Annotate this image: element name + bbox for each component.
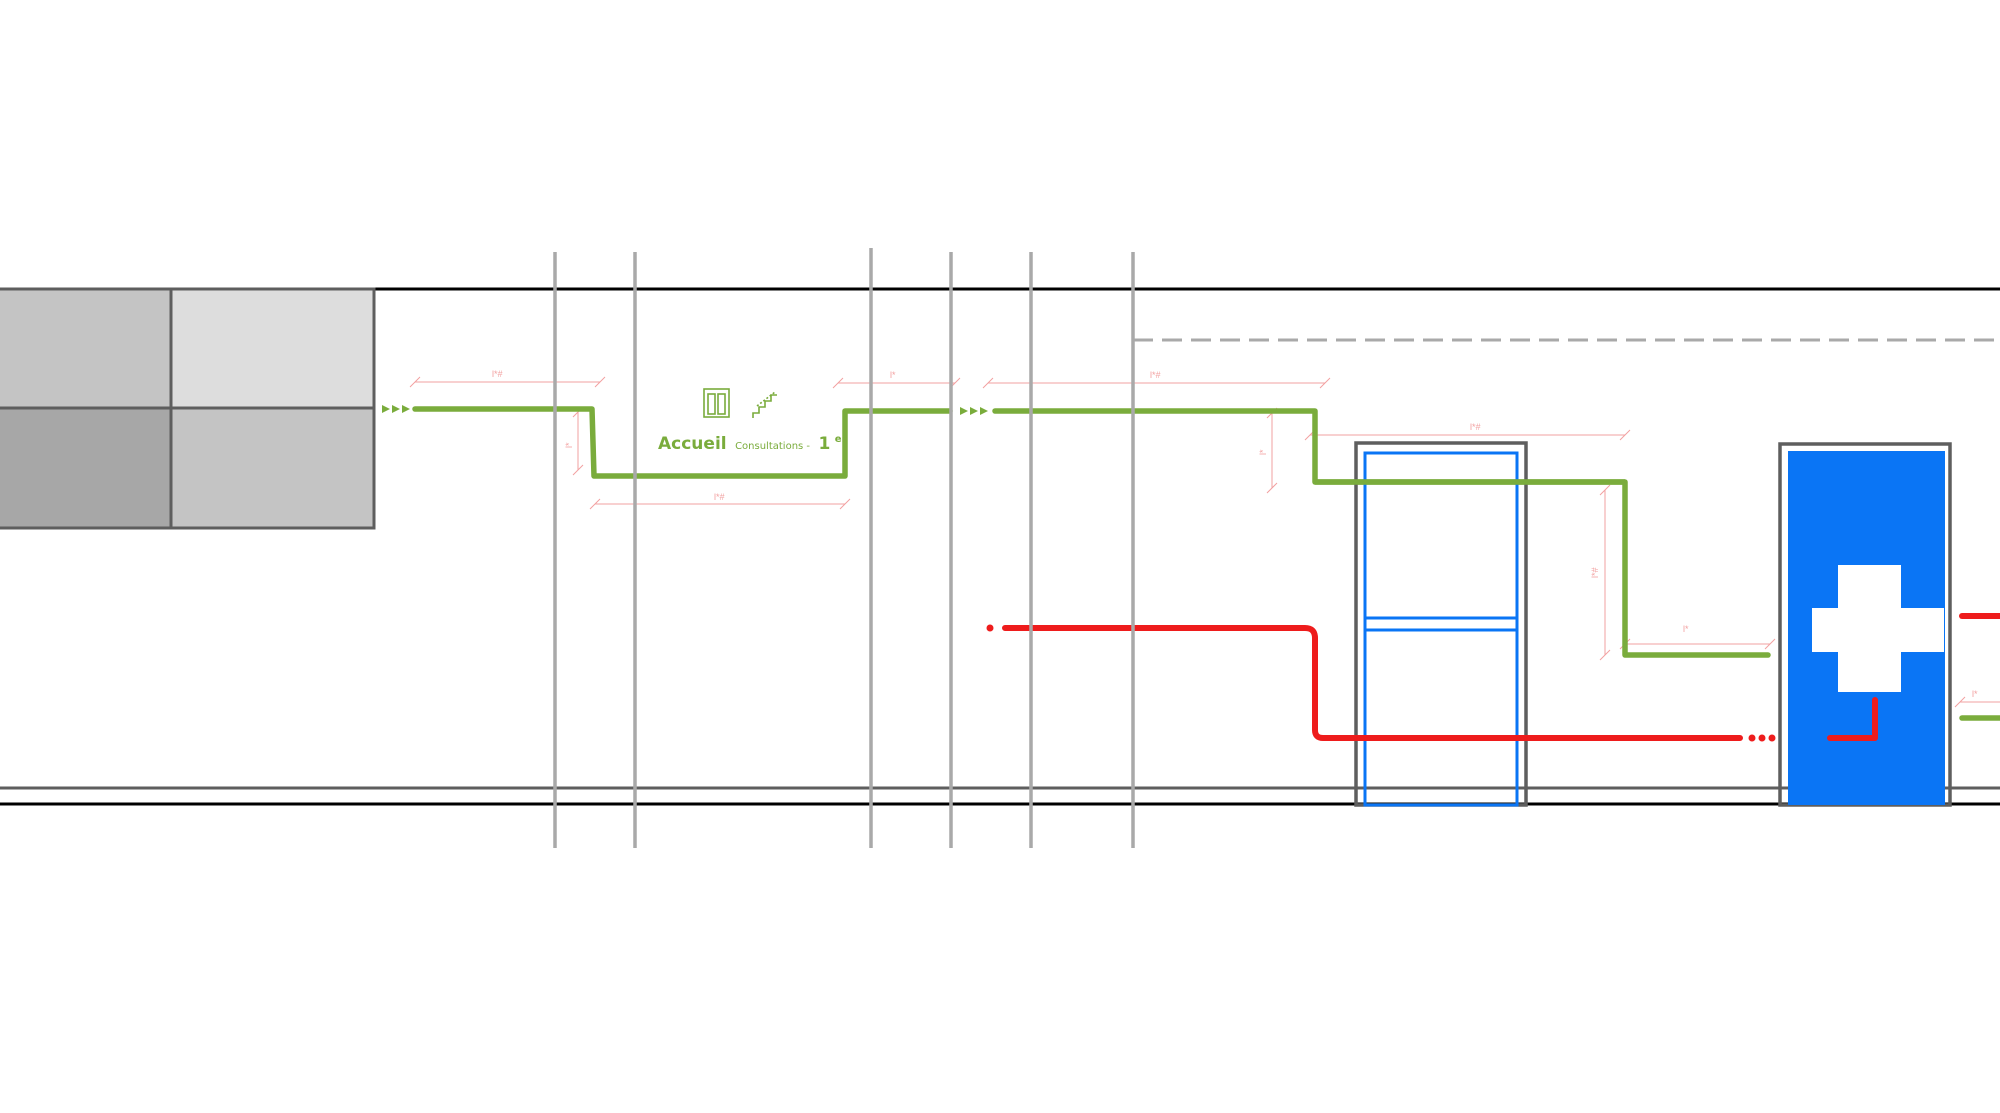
dimension-label: l*# (1150, 370, 1161, 380)
dimension-label: l*# (492, 369, 503, 379)
vertical-guides (553, 248, 1135, 848)
first-aid-cross-icon (1812, 565, 1944, 692)
first-aid-door (1778, 442, 1952, 807)
sign-floor-sup: er (835, 434, 847, 445)
dimension-label: l*# (1590, 567, 1600, 578)
dimension-annotations (409, 376, 2000, 708)
sign-main-text: Accueil (658, 434, 727, 454)
sign-floor-text: 1 (818, 434, 830, 454)
dimension-labels: l*# l*# l* l*# l*# l* l* l* l* l*# (492, 369, 1978, 699)
elevator-icon (703, 388, 730, 418)
dimension-label: l*# (1470, 422, 1481, 432)
sign-sub-text: Consultations - (735, 441, 810, 452)
red-dots (986, 624, 1822, 742)
sign-label: Accueil Consultations - 1 er (658, 434, 847, 454)
dimension-label: l* (1972, 689, 1978, 699)
panel-top-left (0, 290, 171, 408)
dimension-label: l*# (714, 492, 725, 502)
green-direction-arrows (382, 405, 988, 415)
dimension-label: l* (564, 442, 574, 448)
panel-top-right (171, 290, 375, 408)
dimension-label: l* (1258, 449, 1268, 455)
dimension-label: l* (1683, 624, 1689, 634)
red-line-into-first-aid (1827, 697, 1878, 741)
panel-bottom-right (171, 408, 375, 528)
stairs-icon (752, 391, 777, 418)
dimension-label: l* (890, 370, 896, 380)
door-frame (1354, 441, 1528, 807)
green-wayfinding-line (412, 406, 2000, 721)
panel-grid (0, 287, 376, 530)
panel-bottom-left (0, 408, 171, 528)
